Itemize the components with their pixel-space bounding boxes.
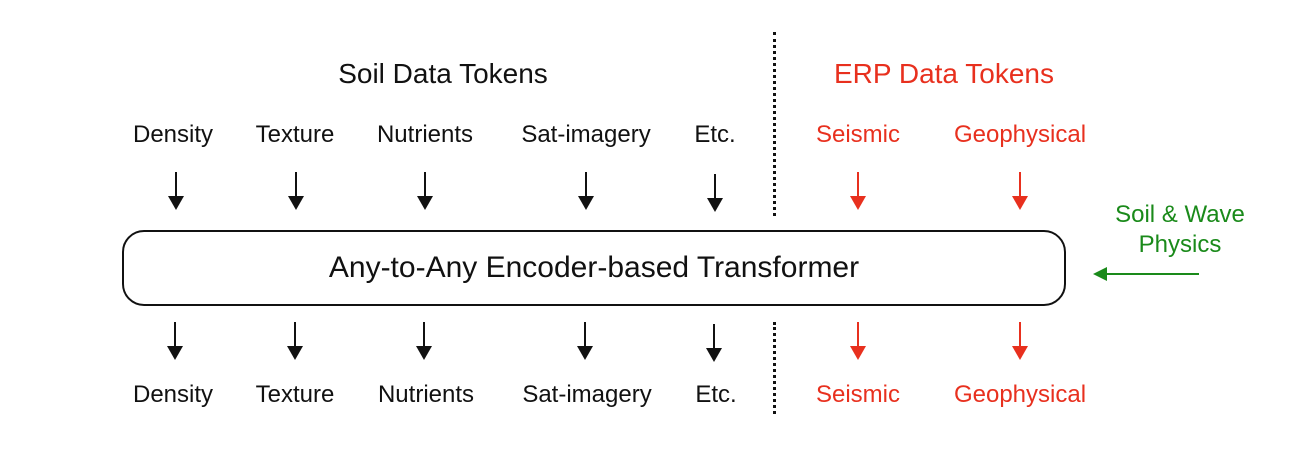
input-token-geophysical: Geophysical [953,121,1087,148]
output-arrow-density [167,322,183,362]
output-token-geophysical: Geophysical [953,381,1087,408]
output-arrow-seismic [850,322,866,362]
input-arrow-etc [707,174,723,214]
input-token-density: Density [132,121,214,148]
transformer-box: Any-to-Any Encoder-based Transformer [122,230,1066,306]
input-arrow-density [168,172,184,212]
output-arrow-geophysical [1012,322,1028,362]
input-arrow-geophysical [1012,172,1028,212]
input-token-seismic: Seismic [815,121,901,148]
input-arrow-sat-imagery [578,172,594,212]
input-arrow-nutrients [417,172,433,212]
output-token-texture: Texture [255,381,335,408]
output-token-sat-imagery: Sat-imagery [522,381,652,408]
input-token-texture: Texture [255,121,335,148]
input-arrow-seismic [850,172,866,212]
physics-label: Soil & Wave Physics [1115,200,1245,260]
output-token-nutrients: Nutrients [377,381,475,408]
output-arrow-texture [287,322,303,362]
input-arrow-texture [288,172,304,212]
top-group-divider [773,32,776,216]
physics-label-line1: Soil & Wave [1115,201,1245,228]
input-token-sat-imagery: Sat-imagery [521,121,651,148]
physics-label-line2: Physics [1138,231,1222,258]
output-arrow-sat-imagery [577,322,593,362]
output-arrow-etc [706,324,722,364]
output-token-seismic: Seismic [815,381,901,408]
erp-data-tokens-title: ERP Data Tokens [834,58,1054,89]
output-token-etc: Etc. [695,381,737,408]
input-token-nutrients: Nutrients [376,121,474,148]
input-token-etc: Etc. [694,121,736,148]
bottom-group-divider [773,322,776,414]
physics-arrow [1093,267,1199,281]
output-token-density: Density [132,381,214,408]
output-arrow-nutrients [416,322,432,362]
soil-data-tokens-title: Soil Data Tokens [338,58,548,89]
transformer-label: Any-to-Any Encoder-based Transformer [328,251,860,284]
